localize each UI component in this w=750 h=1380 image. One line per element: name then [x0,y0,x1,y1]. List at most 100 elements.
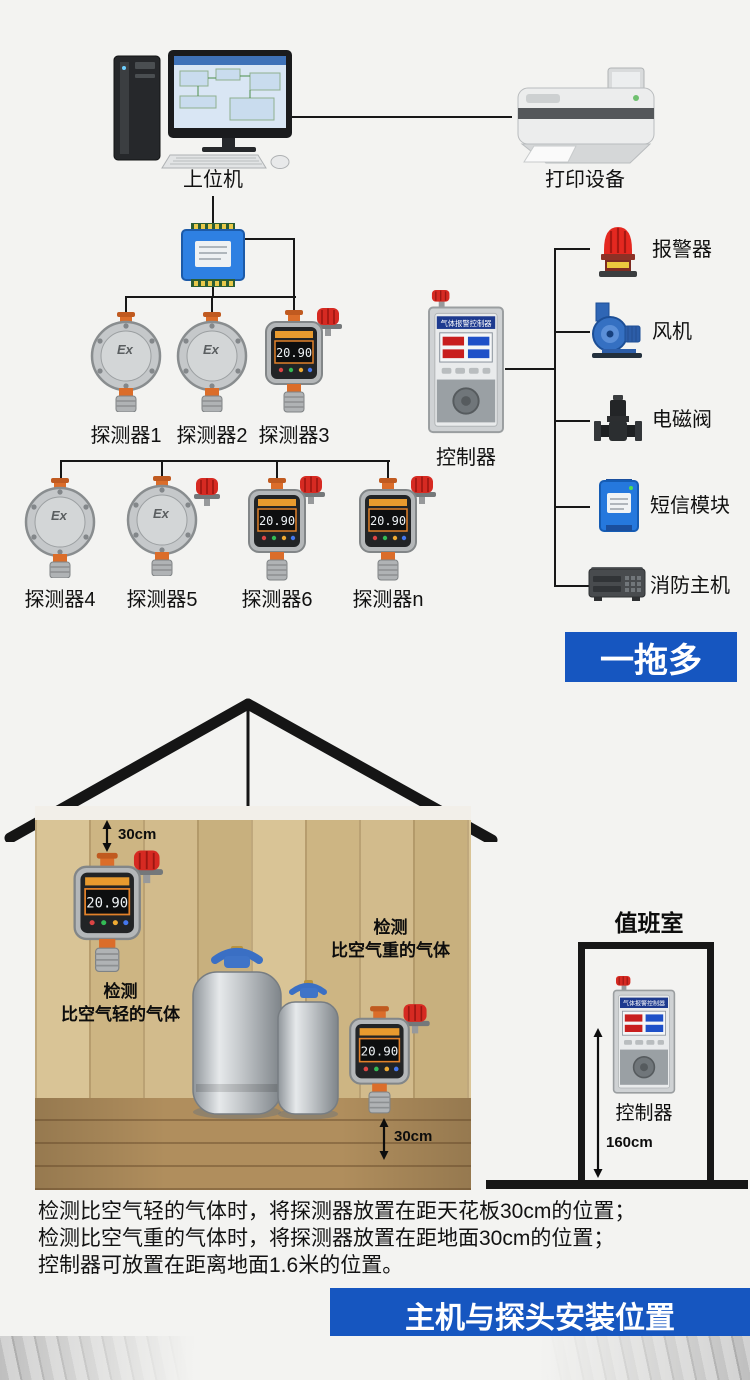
height-arrow [593,1028,603,1178]
sms-module-illustration [599,479,639,532]
host-computer-illustration [113,50,292,169]
sms-module-label: 短信模块 [650,495,730,517]
duty-room-wall-left [578,942,585,1182]
printer-label: 打印设备 [545,169,625,191]
svg-text:Ex: Ex [51,508,68,523]
heavy-gas-note: 检测 比空气重的气体 [331,918,450,960]
alarm-beacon-illustration [599,227,637,277]
fan-illustration [592,302,642,358]
gas-detector-4-illustration: Ex [24,478,96,578]
svg-text:Ex: Ex [117,342,134,357]
connector-line [293,296,295,314]
gas-detector-1-illustration: Ex [90,312,162,412]
connector-line [276,460,278,478]
detector-screen [274,340,314,364]
connector-line [505,368,554,370]
connector-line [125,296,127,314]
ceiling-gap-arrow [102,820,112,852]
alarm-label: 报警器 [652,239,712,261]
wall-detector-top-illustration: 20.90 [73,850,164,973]
controller-label: 控制器 [436,447,496,469]
detector-screen [368,508,408,532]
detector-screen [84,888,131,916]
connector-line [245,238,295,240]
duty-room-floor [486,1180,748,1189]
connector-line [212,196,214,223]
detector-4-label: 探测器4 [24,589,96,611]
host-computer-label: 上位机 [183,169,243,191]
connector-line [554,248,556,586]
connector-line [125,296,296,298]
mouse-icon [270,155,290,169]
sensor-head-icon [201,395,223,412]
floor-gap-arrow [379,1118,389,1160]
gas-detector-6-illustration: 20.90 [248,476,325,581]
ceiling-gap-label: 30cm [118,826,157,843]
connector-line [554,248,590,250]
svg-text:气体报警控制器: 气体报警控制器 [623,1000,665,1008]
red-beacon-icon [616,976,631,991]
detector-3-label: 探测器3 [258,425,330,447]
fire-host-label: 消防主机 [650,575,730,597]
connector-line [212,287,214,298]
note-line: 控制器可放置在距离地面1.6米的位置。 [38,1254,404,1277]
duty-room-title: 值班室 [614,910,684,936]
solenoid-valve-illustration [594,395,642,441]
red-beacon-icon [400,1004,430,1034]
connector-line [292,116,512,118]
height-label: 160cm [606,1134,653,1151]
gas-detector-5-illustration: Ex [126,476,220,576]
connector-line [554,331,590,333]
svg-text:20.90: 20.90 [259,514,295,528]
connector-line [161,460,163,478]
duty-room-controller-illustration: 气体报警控制器 [612,976,676,1094]
red-beacon-icon [408,476,436,504]
svg-text:Ex: Ex [153,506,170,521]
connector-line [387,460,389,478]
duty-room-wall-right [707,942,714,1182]
connector-line [60,460,390,462]
svg-text:20.90: 20.90 [86,896,128,912]
svg-text:20.90: 20.90 [361,1043,399,1058]
connector-line [211,296,213,314]
red-beacon-icon [314,308,342,336]
fire-host-illustration [588,567,646,601]
red-beacon-icon [431,290,450,308]
note-line: 检测比空气重的气体时，将探测器放置在距地面30cm的位置； [38,1227,615,1250]
sensor-head-icon [49,561,71,578]
solenoid-valve-label: 电磁阀 [652,409,712,431]
light-gas-note: 检测 比空气轻的气体 [61,982,180,1024]
signal-converter-illustration [181,223,245,287]
note-line: 检测比空气轻的气体时，将探测器放置在距天花板30cm的位置； [38,1200,636,1223]
install-notes: 检测比空气轻的气体时，将探测器放置在距天花板30cm的位置； 检测比空气重的气体… [38,1198,742,1279]
detector-1-label: 探测器1 [90,425,162,447]
wood-floor [35,1098,471,1190]
sensor-head-icon [115,395,137,412]
gas-detector-3-illustration: 20.90 [265,308,342,413]
duty-room-wall-top [578,942,714,949]
install-banner: 主机与探头安装位置 [330,1288,750,1342]
fan-label: 风机 [652,321,692,343]
ceiling [35,806,471,820]
svg-text:20.90: 20.90 [370,514,406,528]
connector-line [60,460,62,478]
svg-text:Ex: Ex [203,342,220,357]
gas-cylinders-illustration [192,946,339,1120]
red-beacon-icon [194,478,220,506]
detector-n-label: 探测器n [352,589,424,611]
one-to-many-badge: 一拖多 [565,632,737,682]
detector-6-label: 探测器6 [241,589,313,611]
wall-detector-bottom-illustration: 20.90 [349,1004,430,1114]
duty-room-controller-label: 控制器 [615,1103,673,1124]
gas-detector-n-illustration: 20.90 [359,476,436,581]
svg-text:20.90: 20.90 [276,346,312,360]
sensor-head-icon [151,559,173,576]
detector-2-label: 探测器2 [176,425,248,447]
connector-line [293,238,295,298]
controller-illustration: 气体报警控制器 [428,290,504,434]
detector-5-label: 探测器5 [126,589,198,611]
connector-line [554,420,590,422]
svg-text:气体报警控制器: 气体报警控制器 [440,319,492,328]
floor-gap-label: 30cm [394,1128,433,1145]
